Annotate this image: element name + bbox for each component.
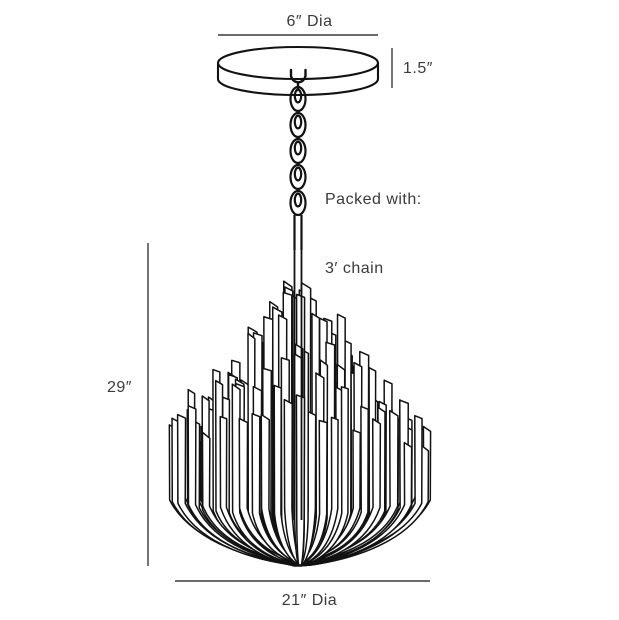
chain-note-line-1: Packed with: — [325, 191, 422, 208]
chain-note-line-2: 3′ chain — [325, 260, 384, 277]
canopy-diameter-label: 6″ Dia — [286, 13, 333, 30]
center-stem — [293, 248, 303, 520]
shade-rod — [219, 415, 297, 567]
chain-note: Packed with: 3′ chain — [325, 142, 422, 303]
shade-rod — [305, 441, 413, 566]
fixture-height-label: 29″ — [107, 379, 132, 396]
dimension-lines — [147, 34, 430, 582]
fixture-diameter-label: 21″ Dia — [281, 592, 338, 609]
canopy-height-label: 1.5″ — [403, 60, 433, 77]
ceiling-canopy-disc — [216, 45, 380, 97]
rod-cluster-shade — [168, 248, 432, 567]
suspension-chain — [289, 85, 307, 250]
shade-rod — [295, 394, 306, 566]
shade-rod — [301, 386, 349, 567]
